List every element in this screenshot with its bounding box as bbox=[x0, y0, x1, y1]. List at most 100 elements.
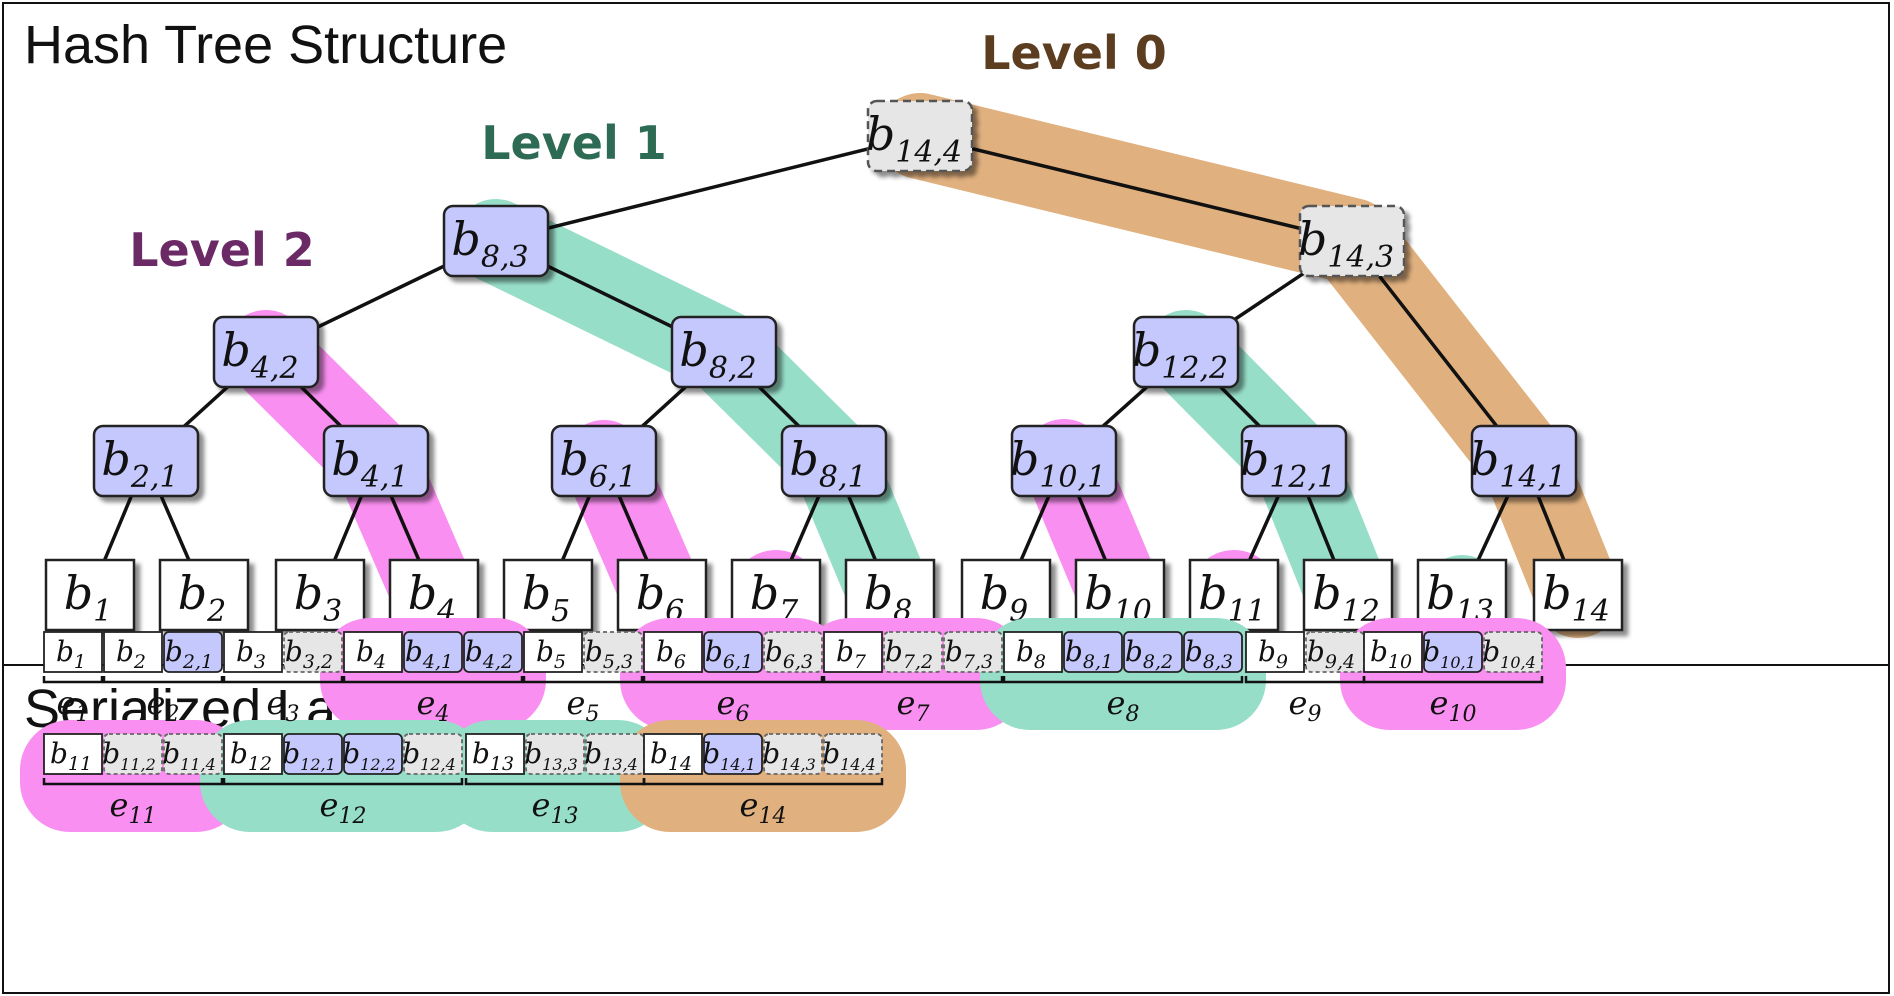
tree-node-b12-1: b12,1 bbox=[1240, 424, 1348, 498]
tree-node-b6: b6 bbox=[616, 558, 708, 632]
svg-text:b8,2: b8,2 bbox=[679, 323, 756, 386]
svg-text:b14,1: b14,1 bbox=[1470, 432, 1566, 495]
chip-label-b14-1: b14,1 bbox=[702, 737, 756, 774]
svg-text:b6,1: b6,1 bbox=[559, 432, 636, 495]
chip-label-b5-3: b5,3 bbox=[585, 635, 633, 673]
chip-label-b12: b12 bbox=[230, 737, 272, 775]
chip-label-b7: b7 bbox=[836, 635, 867, 673]
chip-label-b10-4: b10,4 bbox=[1482, 635, 1536, 672]
entry-e4-bracket bbox=[342, 676, 524, 684]
level-1-label: Level 1 bbox=[481, 116, 666, 170]
entry-e5-bracket bbox=[522, 676, 644, 684]
entry-e3-label: e3 bbox=[267, 684, 300, 727]
chip-b9 bbox=[1245, 631, 1305, 673]
entry-e6-bracket bbox=[642, 676, 824, 684]
level1-band-left bbox=[454, 199, 932, 637]
entry-e8-bracket bbox=[1002, 676, 1244, 684]
chip-label-b13-3: b13,3 bbox=[524, 737, 578, 774]
edge-b14_4-b14_3 bbox=[919, 134, 1353, 243]
chip-label-b7-3: b7,3 bbox=[945, 635, 993, 673]
chip-b11 bbox=[43, 733, 103, 775]
chip-b7-3 bbox=[943, 631, 1003, 673]
tree-node-b8-2: b8,2 bbox=[670, 315, 778, 389]
svg-text:b1: b1 bbox=[64, 566, 113, 629]
chip-b8 bbox=[1003, 631, 1063, 673]
chip-label-b6-1: b6,1 bbox=[705, 635, 753, 673]
svg-text:b9: b9 bbox=[980, 566, 1029, 629]
chip-b1 bbox=[43, 631, 103, 673]
chip-b3 bbox=[223, 631, 283, 673]
chip-label-b13: b13 bbox=[472, 737, 514, 775]
chip-label-b3: b3 bbox=[236, 635, 266, 673]
chip-label-b8: b8 bbox=[1016, 635, 1046, 673]
chip-label-b12-2: b12,2 bbox=[342, 737, 396, 774]
tree-node-b8-3: b8,3 bbox=[442, 204, 550, 278]
entry-e1-bracket bbox=[42, 676, 104, 684]
entry-e11-label: e11 bbox=[110, 786, 157, 829]
tree-node-b14-4: b14,4 bbox=[866, 99, 974, 173]
entry-e11-bracket bbox=[42, 778, 224, 786]
chip-label-b9-4: b9,4 bbox=[1307, 635, 1355, 673]
svg-text:b4,1: b4,1 bbox=[331, 432, 408, 495]
tree-node-b5: b5 bbox=[502, 558, 594, 632]
entry-e14-label: e14 bbox=[740, 786, 787, 829]
chip-b5 bbox=[523, 631, 583, 673]
chip-label-b8-1: b8,1 bbox=[1065, 635, 1113, 673]
chip-label-b8-2: b8,2 bbox=[1125, 635, 1173, 673]
tree-node-b14-3: b14,3 bbox=[1298, 204, 1406, 278]
entry-e6-label: e6 bbox=[717, 684, 750, 727]
chip-b12 bbox=[223, 733, 283, 775]
tree-node-b6-1: b6,1 bbox=[550, 424, 658, 498]
entry-e1-label: e1 bbox=[57, 684, 90, 727]
level-2-label: Level 2 bbox=[129, 223, 314, 277]
chip-label-b7-2: b7,2 bbox=[885, 635, 933, 673]
svg-text:b2: b2 bbox=[178, 566, 227, 629]
entry-e3-bracket bbox=[222, 676, 344, 684]
chip-label-b12-4: b12,4 bbox=[402, 737, 456, 774]
tree-node-b1: b1 bbox=[44, 558, 136, 632]
chip-b8-1 bbox=[1063, 631, 1123, 673]
chip-label-b8-3: b8,3 bbox=[1185, 635, 1233, 673]
chip-label-b2: b2 bbox=[116, 635, 146, 673]
edge-b14_3-b14_1 bbox=[1350, 239, 1526, 463]
chip-b14-3 bbox=[763, 733, 823, 775]
chip-b8-2 bbox=[1123, 631, 1183, 673]
entry-e14-bracket bbox=[642, 778, 884, 786]
chip-b10-1 bbox=[1423, 631, 1483, 673]
edge-b14_4-b8_3 bbox=[495, 134, 921, 243]
chip-label-b14-3: b14,3 bbox=[762, 737, 816, 774]
entry-e12-bracket bbox=[222, 778, 464, 786]
chip-label-b4-1: b4,1 bbox=[405, 635, 453, 673]
chip-b8-3 bbox=[1183, 631, 1243, 673]
chip-label-b6-3: b6,3 bbox=[765, 635, 813, 673]
chip-label-b10-1: b10,1 bbox=[1422, 635, 1476, 672]
chip-b12-1 bbox=[283, 733, 343, 775]
tree-node-b12: b12 bbox=[1302, 558, 1394, 632]
tree-node-b14: b14 bbox=[1532, 558, 1624, 632]
chip-b10 bbox=[1363, 631, 1423, 673]
tree-node-b2: b2 bbox=[158, 558, 250, 632]
chip-b2-1 bbox=[163, 631, 223, 673]
entry-e13-label: e13 bbox=[532, 786, 579, 829]
chip-b2 bbox=[103, 631, 163, 673]
chip-label-b14: b14 bbox=[650, 737, 692, 775]
svg-text:b8,1: b8,1 bbox=[789, 432, 866, 495]
chip-label-b3-2: b3,2 bbox=[285, 635, 333, 673]
tree-node-b3: b3 bbox=[274, 558, 366, 632]
entry-e12-label: e12 bbox=[320, 786, 367, 829]
svg-text:b8: b8 bbox=[864, 566, 913, 629]
chip-b12-4 bbox=[403, 733, 463, 775]
chip-label-b14-4: b14,4 bbox=[822, 737, 876, 774]
chip-label-b5: b5 bbox=[536, 635, 566, 673]
chip-b6 bbox=[643, 631, 703, 673]
